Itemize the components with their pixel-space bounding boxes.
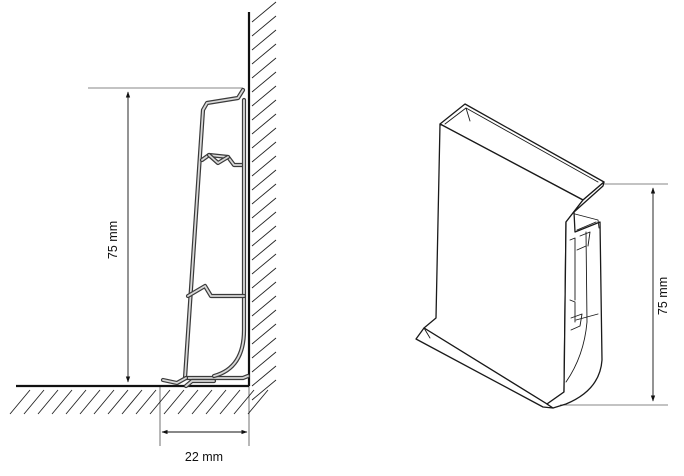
hatch-stroke	[251, 323, 277, 345]
hatch-stroke	[251, 169, 277, 191]
hatch-stroke	[251, 29, 277, 51]
hatch-stroke	[9, 389, 31, 415]
hatch-stroke	[251, 155, 277, 177]
hatch-stroke	[251, 43, 277, 65]
hatch-stroke	[51, 389, 73, 415]
hatch-stroke	[247, 389, 269, 415]
hatch-stroke	[107, 389, 129, 415]
hatch-stroke	[251, 71, 277, 93]
hatch-stroke	[251, 253, 277, 275]
depth-label: 22 mm	[185, 450, 223, 464]
iso-height-dimension: 75 mm	[560, 183, 670, 406]
hatch-stroke	[251, 267, 277, 289]
hatch-stroke	[251, 85, 277, 107]
hatch-stroke	[65, 389, 87, 415]
hatch-stroke	[251, 295, 277, 317]
isometric-view: 75 mm	[415, 103, 670, 409]
hatch-stroke	[251, 239, 277, 261]
floor-hatching	[9, 389, 269, 415]
hatch-stroke	[251, 183, 277, 205]
hatch-stroke	[251, 351, 277, 373]
hatch-stroke	[191, 389, 213, 415]
height-dimension: 75 mm	[88, 87, 243, 383]
hatch-stroke	[177, 389, 199, 415]
hatch-stroke	[251, 211, 277, 233]
section-view: 75 mm 22 mm	[9, 1, 277, 464]
hatch-stroke	[251, 57, 277, 79]
side-end	[546, 181, 605, 409]
hatch-stroke	[251, 99, 277, 121]
hatch-stroke	[23, 389, 45, 415]
height-label: 75 mm	[106, 221, 120, 259]
wall-hatching	[251, 1, 277, 401]
hatch-stroke	[135, 389, 157, 415]
hatch-stroke	[251, 365, 277, 387]
hatch-stroke	[251, 281, 277, 303]
hatch-stroke	[251, 15, 277, 37]
hatch-stroke	[251, 225, 277, 247]
hatch-stroke	[251, 379, 277, 401]
iso-height-label: 75 mm	[656, 277, 670, 315]
hatch-stroke	[121, 389, 143, 415]
hatch-stroke	[93, 389, 115, 415]
hatch-stroke	[251, 113, 277, 135]
hatch-stroke	[233, 389, 255, 415]
hatch-stroke	[37, 389, 59, 415]
depth-dimension: 22 mm	[159, 386, 250, 464]
hatch-stroke	[205, 389, 227, 415]
hatch-stroke	[251, 141, 277, 163]
hatch-stroke	[251, 1, 277, 23]
hatch-stroke	[251, 309, 277, 331]
hatch-stroke	[251, 127, 277, 149]
hatch-stroke	[251, 337, 277, 359]
hatch-stroke	[79, 389, 101, 415]
hatch-stroke	[163, 389, 185, 415]
skirting-profile	[160, 87, 251, 389]
hatch-stroke	[251, 197, 277, 219]
hatch-stroke	[219, 389, 241, 415]
